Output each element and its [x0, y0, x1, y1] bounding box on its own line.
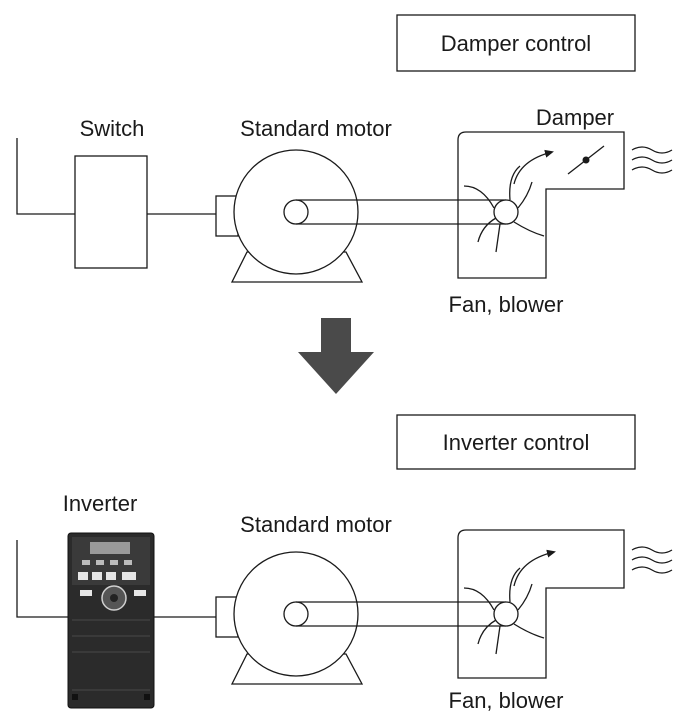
- top-fan-impeller: [463, 165, 545, 253]
- damper-control-section: Damper control Switch Standard motor Dam…: [16, 14, 673, 317]
- top-fan-housing: [457, 131, 625, 279]
- top-standard-motor: [215, 149, 364, 283]
- inverter-label: Inverter: [63, 491, 138, 516]
- top-outlet-air-waves: [631, 146, 673, 174]
- inverter-control-section: Inverter control Inverter Standard motor…: [16, 414, 673, 713]
- inverter-unit: [67, 532, 155, 709]
- transition-down-arrow: [298, 318, 374, 394]
- bottom-motor-label: Standard motor: [240, 512, 392, 537]
- damper-label: Damper: [536, 105, 614, 130]
- switch-box: [74, 155, 148, 269]
- inverter-control-title: Inverter control: [443, 430, 590, 455]
- top-airflow-arrow: [513, 149, 554, 185]
- bottom-fan-impeller: [463, 567, 545, 655]
- damper-valve: [567, 145, 605, 175]
- bottom-airflow-arrow: [513, 549, 556, 587]
- bottom-standard-motor: [215, 551, 364, 685]
- switch-label: Switch: [80, 116, 145, 141]
- bottom-outlet-air-waves: [631, 546, 673, 574]
- bottom-power-line: [16, 540, 68, 618]
- damper-control-title-box: [396, 14, 636, 72]
- damper-control-title: Damper control: [441, 31, 591, 56]
- bottom-fan-label: Fan, blower: [449, 688, 564, 713]
- inverter-control-title-box: [396, 414, 636, 470]
- bottom-fan-housing: [457, 529, 625, 679]
- top-fan-label: Fan, blower: [449, 292, 564, 317]
- top-motor-label: Standard motor: [240, 116, 392, 141]
- top-power-line: [16, 138, 75, 215]
